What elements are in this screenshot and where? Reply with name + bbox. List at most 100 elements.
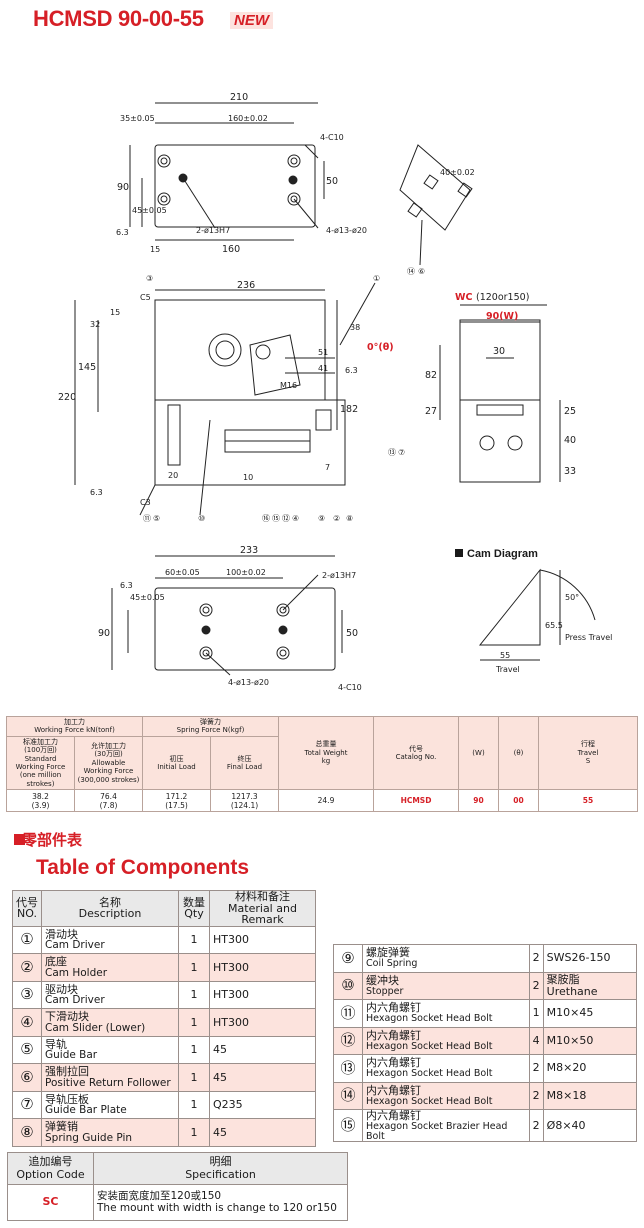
component-material: M8×18 [542,1081,638,1110]
component-name-en: Hexagon Socket Head Bolt [366,1013,493,1025]
model-title: HCMSD 90-00-55 [33,6,204,31]
component-material: 聚胺脂 Urethane [542,971,638,1000]
dim-label: 100±0.02 [226,568,266,577]
iso-body [399,144,471,231]
component-no-badge: ⑧ [20,1122,34,1141]
bottom-view [111,555,343,676]
callout: ④ [292,514,299,523]
dowel-hole [288,175,298,185]
component-no-badge: ⑩ [341,976,355,995]
dowel-hole [278,625,288,635]
bolt-hole-inner [279,649,287,657]
dim-label: 45±0.05 [130,593,165,602]
callout: ⑪ [143,514,151,523]
component-no: ⑪ [333,999,363,1028]
dim-label: 41 [318,364,328,373]
dim-label: Press Travel [565,633,612,642]
dim-label: 82 [425,370,437,381]
angle-arc [539,569,596,621]
component-material: HT300 [209,980,316,1010]
cam-slider [249,334,301,396]
bolt-hole-inner [160,157,168,165]
dim-label: 35±0.05 [120,114,155,123]
wc-value: (120or150) [476,292,529,303]
dim-label: 32 [90,320,100,329]
w-header: (W) [458,715,499,791]
bolt-hole [276,603,290,617]
bolt-hole [287,154,301,168]
component-no-badge: ⑥ [20,1067,34,1086]
callout: ⑤ [153,514,160,523]
col-mat-header: 材料和备注 Material and Remark [209,890,316,927]
component-no: ⑫ [333,1026,363,1055]
component-qty: 1 [178,1008,210,1037]
dim-label: 33 [564,466,576,477]
bolt-hole-inner [202,649,210,657]
dim-label: 45±0.05 [132,206,167,215]
component-name-en: Hexagon Socket Head Bolt [366,1068,493,1080]
end-upper [459,319,541,401]
components-table-left: 代号 NO. 名称 Description 数量 Qty 材料和备注 Mater… [12,890,316,1147]
dim-label: 220 [58,392,76,403]
top-view-body [154,144,316,228]
callout: ⑬ [388,448,396,457]
component-qty: 1 [178,1063,210,1092]
guide-bar [167,404,181,466]
component-name-en: Cam Slider (Lower) [45,1021,146,1034]
component-qty: 2 [528,944,544,973]
component-name-en: Cam Holder [45,966,108,979]
spec-table: 加工力 Working Force kN(tonf) 弹簧力 Spring Fo… [6,715,638,813]
component-qty: 1 [178,1090,210,1120]
col-desc-header: 名称 Description [41,890,179,927]
leader-line [293,198,319,229]
component-no: ④ [12,1008,42,1037]
component-no: ⑦ [12,1090,42,1120]
leader-line [419,219,423,266]
end-hole [479,435,495,451]
dim-label: 90 [98,628,110,639]
return-pin [255,344,271,360]
component-qty: 2 [528,971,544,1000]
catalog-value: HCMSD [373,789,459,813]
components-title-en: Table of Components [36,856,250,879]
dim-label: 50 [346,628,358,639]
dim-label: 236 [237,280,255,291]
component-no: ⑭ [333,1081,363,1110]
component-no-badge: ⑦ [20,1095,34,1114]
allowable-value: 76.4 (7.8) [74,789,143,813]
lower-holder [154,399,346,486]
dim-label: 25 [564,406,576,417]
bolt-counterbore [208,333,242,367]
travel-value: 55 [538,789,638,813]
component-no-badge: ⑭ [340,1086,356,1105]
chamfer-line [304,144,319,159]
iso-feature [457,182,473,198]
dim-label: 233 [240,545,258,556]
dim-label: 160 [222,244,240,255]
component-no-badge: ② [20,957,34,976]
iso-view [399,144,473,266]
component-no: ⑩ [333,971,363,1000]
component-name-cn: 底座 [45,955,67,969]
component-name-cn: 内六角螺钉 [366,1001,421,1015]
leader-line [282,574,319,611]
component-no: ⑨ [333,944,363,973]
component-material: Ø8×40 [542,1108,638,1143]
dim-label: 6.3 [120,581,133,590]
component-no-badge: ① [20,930,34,949]
component-no: ① [12,925,42,955]
leader-line [182,177,216,229]
travel-header: 行程 Travel S [538,715,638,791]
component-name-en: Coil Spring [366,958,418,970]
option-code: SC [7,1184,94,1221]
